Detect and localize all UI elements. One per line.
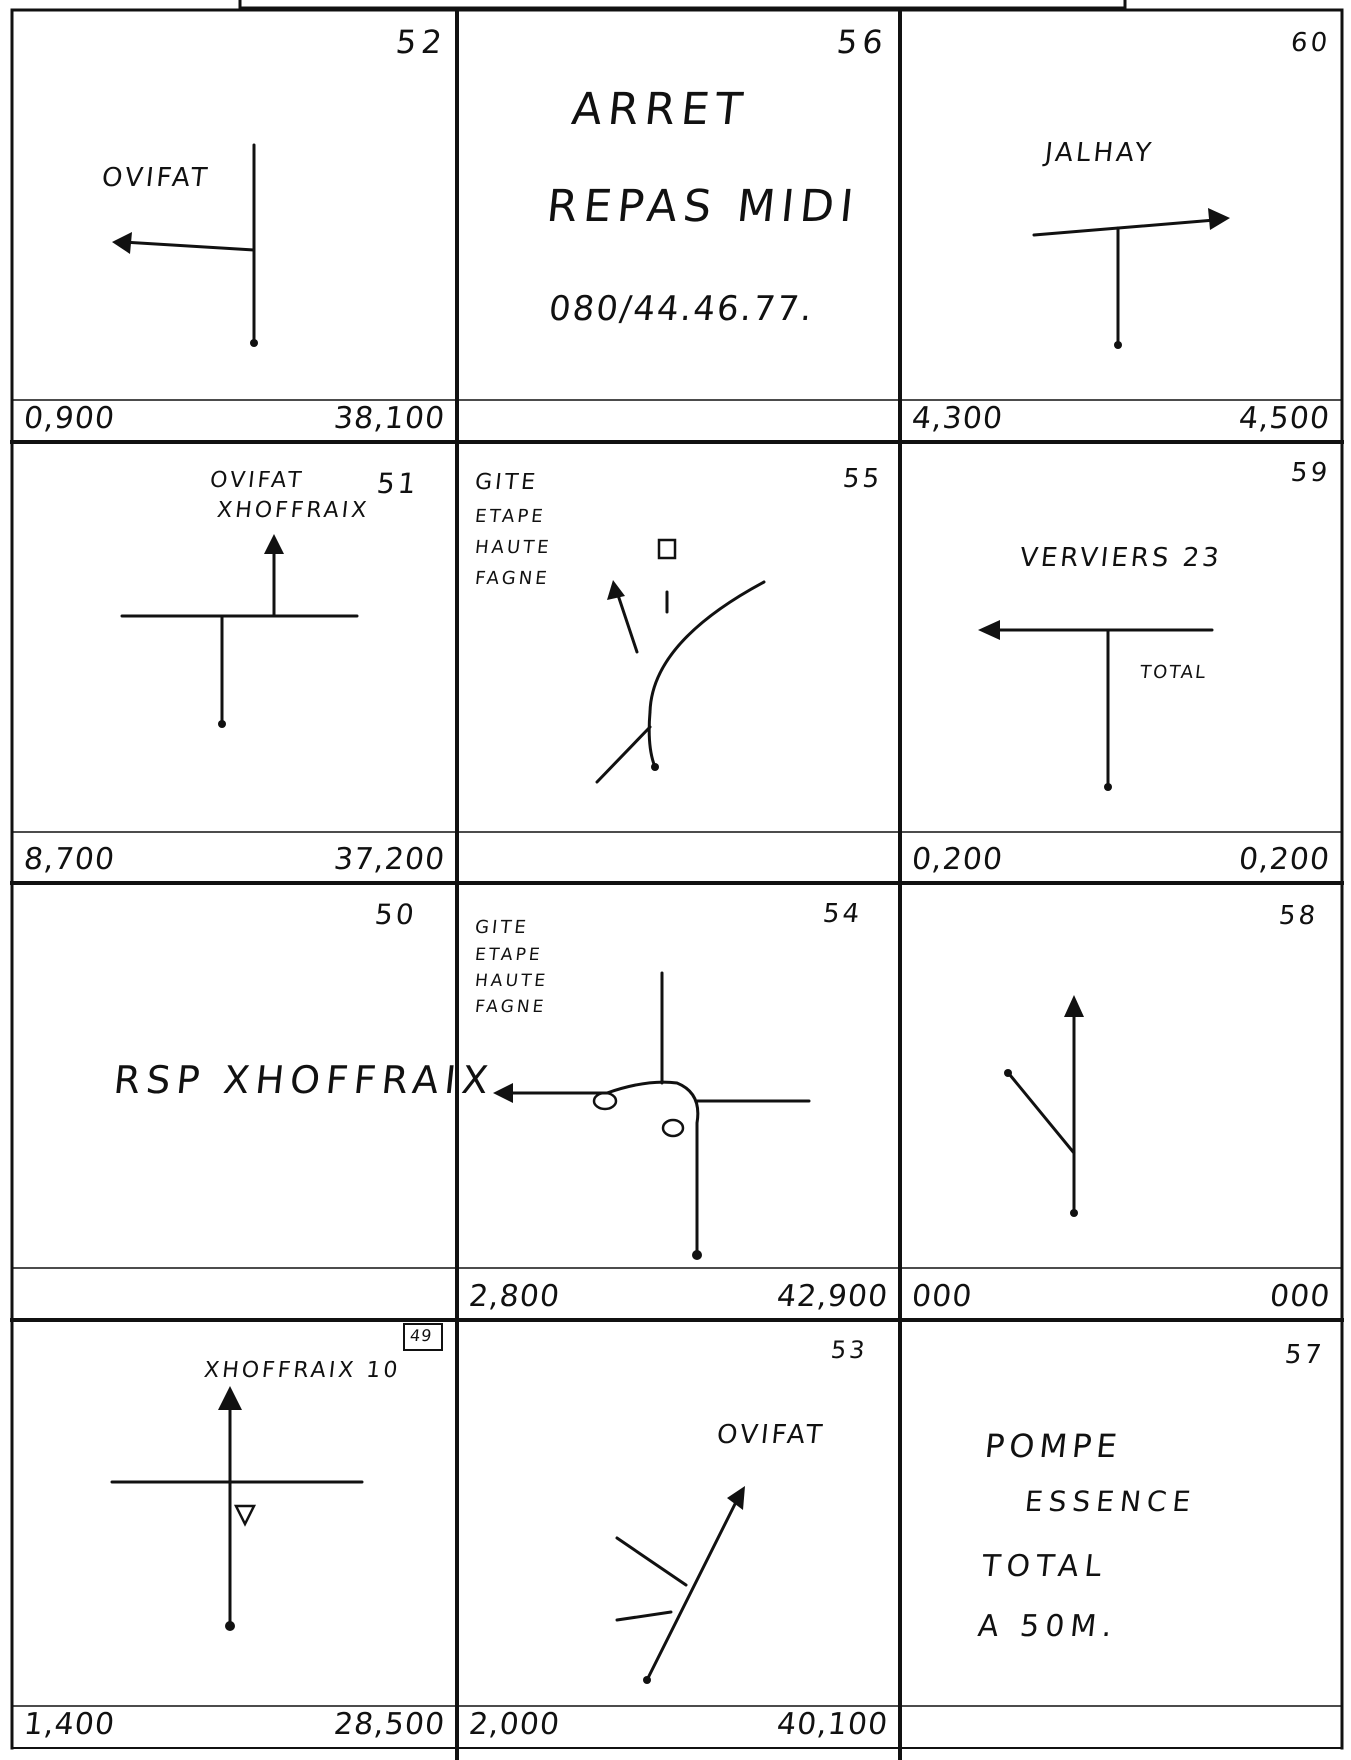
total-distance: 000 bbox=[1267, 1279, 1332, 1314]
card-50: 50 RSP XHOFFRAIX bbox=[12, 883, 496, 1320]
partial-distance: 4,300 bbox=[910, 401, 1005, 436]
card-54: 54 GITE ETAPE HAUTE FAGNE 2,800 42,900 bbox=[457, 883, 900, 1320]
direction-label-2: XHOFFRAIX bbox=[215, 498, 371, 523]
start-dot-icon bbox=[250, 339, 258, 347]
card-number: 55 bbox=[841, 464, 884, 494]
partial-distance: 2,800 bbox=[467, 1279, 562, 1314]
arrow-head-icon bbox=[607, 580, 625, 600]
start-dot-icon bbox=[651, 763, 659, 771]
junction-sketch bbox=[595, 538, 766, 784]
card-number: 54 bbox=[821, 899, 864, 929]
start-dot-icon bbox=[1070, 1209, 1078, 1217]
card-55: 55 GITE ETAPE HAUTE FAGNE bbox=[457, 442, 900, 883]
card-number: 51 bbox=[375, 467, 421, 500]
note-line-2: ETAPE bbox=[473, 506, 547, 527]
note-line-3: HAUTE bbox=[473, 537, 553, 558]
roundabout-marker-icon bbox=[592, 1091, 618, 1111]
start-dot-icon bbox=[692, 1250, 702, 1260]
card-59: 59 VERVIERS 23 TOTAL 0,200 0,200 bbox=[900, 442, 1342, 883]
card-number: 56 bbox=[835, 23, 890, 61]
note-line-1: GITE bbox=[473, 917, 530, 938]
card-number: 58 bbox=[1277, 901, 1320, 931]
note-line-2: ESSENCE bbox=[1023, 1485, 1198, 1518]
total-distance: 4,500 bbox=[1237, 401, 1332, 436]
total-distance: 42,900 bbox=[775, 1279, 890, 1314]
arrow-head-icon bbox=[727, 1486, 745, 1510]
junction-sketch bbox=[615, 1486, 745, 1684]
partial-distance: 2,000 bbox=[467, 1707, 562, 1742]
partial-distance: 0,200 bbox=[910, 842, 1005, 877]
tower-sign-icon bbox=[657, 538, 677, 560]
card-number: 60 bbox=[1289, 28, 1332, 58]
arrow-head-icon bbox=[264, 534, 284, 554]
start-dot-icon bbox=[1004, 1069, 1012, 1077]
note-line-1: ARRET bbox=[569, 84, 751, 135]
partial-distance: 1,400 bbox=[22, 1707, 117, 1742]
arrow-head-icon bbox=[1208, 208, 1230, 230]
total-distance: 28,500 bbox=[332, 1707, 447, 1742]
note-line-1: GITE bbox=[473, 470, 540, 495]
start-dot-icon bbox=[218, 720, 226, 728]
card-51: 51 OVIFAT XHOFFRAIX 8,700 37,200 bbox=[12, 442, 457, 883]
note-line-3: TOTAL bbox=[980, 1549, 1110, 1584]
total-distance: 0,200 bbox=[1237, 842, 1332, 877]
start-dot-icon bbox=[225, 1621, 235, 1631]
junction-sketch bbox=[1032, 208, 1230, 349]
direction-label: JALHAY bbox=[1043, 138, 1156, 168]
card-number: 57 bbox=[1283, 1340, 1326, 1370]
note-line-1: POMPE bbox=[983, 1427, 1124, 1465]
start-dot-icon bbox=[1114, 341, 1122, 349]
card-number: 52 bbox=[394, 23, 449, 61]
note-line-2: REPAS MIDI bbox=[544, 181, 862, 232]
card-57: 57 POMPE ESSENCE TOTAL A 50M. bbox=[900, 1320, 1342, 1748]
note-line-2: ETAPE bbox=[474, 945, 544, 965]
landmark-label: TOTAL bbox=[1138, 662, 1209, 683]
card-number: 49 bbox=[409, 1326, 434, 1345]
phone-number: 080/44.46.77. bbox=[546, 289, 816, 329]
direction-label: OVIFAT bbox=[100, 163, 212, 193]
card-49: 49 XHOFFRAIX 10 1,400 28,500 bbox=[12, 1320, 457, 1748]
start-dot-icon bbox=[643, 1676, 651, 1684]
partial-distance: 8,700 bbox=[22, 842, 117, 877]
arrow-head-icon bbox=[1064, 995, 1084, 1017]
partial-distance: 0,900 bbox=[22, 401, 117, 436]
junction-sketch bbox=[120, 534, 359, 728]
arrow-head-icon bbox=[978, 620, 1000, 640]
note-text: RSP XHOFFRAIX bbox=[111, 1058, 497, 1102]
card-number: 53 bbox=[829, 1336, 870, 1364]
direction-label: XHOFFRAIX 10 bbox=[202, 1358, 402, 1383]
start-dot-icon bbox=[1104, 783, 1112, 791]
junction-sketch bbox=[110, 1323, 443, 1631]
direction-label-1: OVIFAT bbox=[208, 468, 306, 493]
card-56: 56 ARRET REPAS MIDI 080/44.46.77. bbox=[457, 10, 900, 442]
card-58: 58 000 000 bbox=[900, 883, 1342, 1320]
note-line-4: FAGNE bbox=[474, 997, 548, 1017]
card-60: 60 JALHAY 4,300 4,500 bbox=[900, 10, 1342, 442]
yield-sign-icon bbox=[233, 1504, 257, 1527]
junction-sketch bbox=[978, 620, 1214, 791]
arrow-head-icon bbox=[112, 232, 132, 254]
card-53: 53 OVIFAT 2,000 40,100 bbox=[457, 1320, 900, 1748]
card-number: 59 bbox=[1289, 458, 1332, 488]
note-line-4: A 50M. bbox=[976, 1609, 1120, 1644]
total-distance: 37,200 bbox=[332, 842, 447, 877]
partial-distance: 000 bbox=[910, 1279, 975, 1314]
direction-label: OVIFAT bbox=[715, 1420, 827, 1450]
junction-sketch bbox=[493, 971, 811, 1260]
card-52: 52 OVIFAT 0,900 38,100 bbox=[12, 10, 457, 442]
junction-sketch bbox=[112, 143, 258, 347]
arrow-head-icon bbox=[218, 1386, 242, 1410]
roundabout-marker-icon bbox=[661, 1118, 685, 1138]
total-distance: 40,100 bbox=[775, 1707, 890, 1742]
arrow-head-icon bbox=[493, 1083, 513, 1103]
note-line-4: FAGNE bbox=[473, 568, 551, 589]
card-number: 50 bbox=[373, 898, 419, 931]
junction-sketch bbox=[1004, 995, 1084, 1217]
total-distance: 38,100 bbox=[332, 401, 447, 436]
note-line-3: HAUTE bbox=[474, 971, 550, 991]
direction-label: VERVIERS 23 bbox=[1018, 543, 1224, 573]
